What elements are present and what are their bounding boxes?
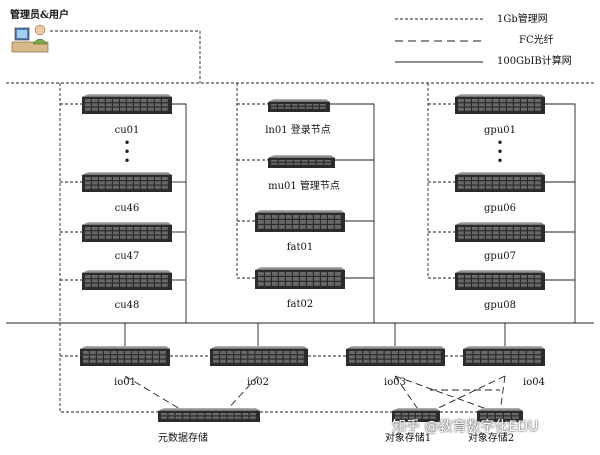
watermark: 知乎 @教育数字化EDU (392, 419, 539, 435)
node-label-fat01: fat01 (286, 242, 314, 253)
server-cu47-icon (82, 222, 172, 242)
ellipsis-cu: ••• (123, 136, 131, 168)
server-cu48-icon (82, 270, 172, 290)
node-label-meta-storage: 元数据存储 (158, 433, 208, 444)
server-io02-icon (210, 346, 308, 366)
node-label-gpu08: gpu08 (484, 300, 516, 311)
server-gpu06-icon (455, 172, 545, 192)
node-label-gpu01: gpu01 (484, 125, 516, 136)
server-io03-icon (346, 346, 445, 366)
server-io04-icon (463, 346, 545, 366)
server-object-storage-1-icon (392, 408, 440, 422)
legend-label-mgmt: 1Gb管理网 (497, 14, 548, 25)
server-gpu07-icon (455, 222, 545, 242)
node-label-gpu06: gpu06 (484, 203, 516, 214)
server-ln01-icon (268, 99, 330, 112)
server-gpu08-icon (455, 270, 545, 290)
node-label-cu47: cu47 (114, 251, 140, 262)
management-network (6, 30, 594, 413)
node-label-cu01: cu01 (114, 125, 140, 136)
admin-user-label: 管理员&用户 (10, 10, 70, 21)
server-gpu01-icon (455, 94, 545, 114)
node-label-io01: io01 (114, 377, 136, 388)
legend-label-ib: 100GbIB计算网 (497, 56, 572, 67)
fc-fiber-links (124, 375, 506, 413)
node-label-object-storage-1: 对象存储1 (384, 433, 432, 444)
server-fat02-icon (255, 267, 345, 289)
admin-user-icon (11, 24, 49, 53)
node-label-io02: io02 (247, 377, 269, 388)
node-label-ln01: ln01 登录节点 (265, 125, 331, 136)
server-cu01-icon (82, 94, 172, 114)
node-label-io04: io04 (523, 377, 545, 388)
server-io01-icon (80, 346, 170, 366)
node-label-fat02: fat02 (286, 299, 314, 310)
ellipsis-gpu: ••• (496, 136, 504, 168)
legend-label-fc: FC光纤 (519, 35, 554, 46)
node-label-io03: io03 (384, 377, 406, 388)
server-meta-storage-icon (158, 408, 260, 422)
node-label-mu01: mu01 管理节点 (268, 181, 340, 192)
node-label-cu48: cu48 (114, 300, 140, 311)
servers (80, 94, 545, 422)
node-label-gpu07: gpu07 (484, 251, 516, 262)
server-fat01-icon (255, 210, 345, 232)
server-cu46-icon (82, 172, 172, 192)
ib-compute-network (6, 103, 594, 346)
server-mu01-icon (268, 155, 335, 168)
node-label-object-storage-2: 对象存储2 (467, 433, 515, 444)
server-object-storage-2-icon (477, 408, 523, 422)
node-label-cu46: cu46 (114, 203, 140, 214)
